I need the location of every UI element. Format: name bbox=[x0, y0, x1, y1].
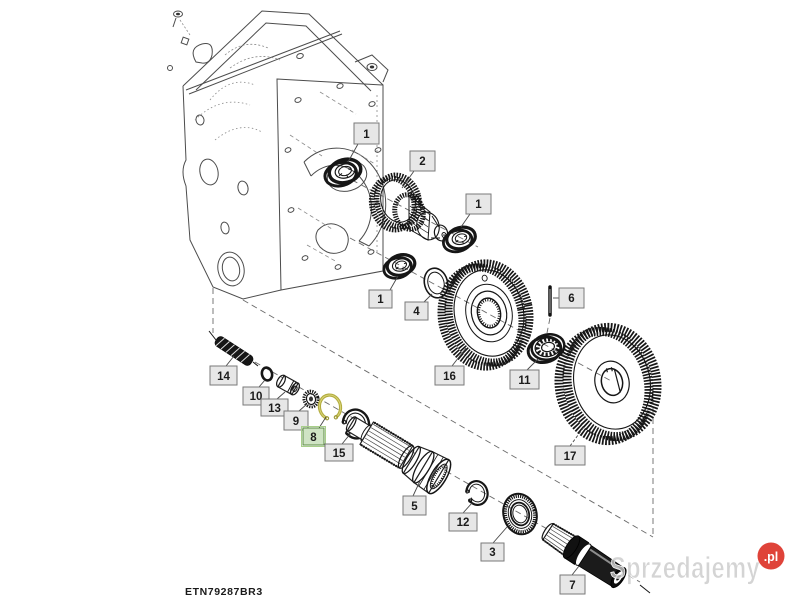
part-plug-13[interactable] bbox=[275, 374, 301, 397]
svg-text:16: 16 bbox=[443, 371, 456, 383]
svg-text:1: 1 bbox=[475, 199, 482, 211]
label-5[interactable]: 5 bbox=[402, 480, 427, 516]
svg-text:14: 14 bbox=[217, 371, 230, 383]
svg-text:7: 7 bbox=[569, 580, 575, 592]
svg-text:4: 4 bbox=[413, 306, 420, 318]
svg-text:6: 6 bbox=[568, 293, 574, 305]
label-1a[interactable]: 1 bbox=[347, 122, 380, 163]
watermark-tld-text: .pl bbox=[764, 550, 779, 564]
part-oring-10[interactable] bbox=[260, 366, 274, 382]
part-gear-17[interactable] bbox=[549, 319, 667, 449]
label-1c[interactable]: 1 bbox=[368, 275, 399, 309]
label-1b[interactable]: 1 bbox=[460, 193, 492, 228]
svg-text:11: 11 bbox=[518, 375, 531, 387]
label-14[interactable]: 14 bbox=[209, 355, 238, 386]
label-6[interactable]: 6 bbox=[553, 287, 585, 309]
label-16[interactable]: 16 bbox=[434, 347, 467, 386]
svg-text:1: 1 bbox=[377, 294, 384, 306]
svg-text:17: 17 bbox=[564, 451, 577, 463]
svg-text:5: 5 bbox=[411, 501, 418, 513]
part-shaft-5[interactable] bbox=[339, 406, 456, 497]
svg-text:8: 8 bbox=[310, 432, 317, 444]
label-9[interactable]: 9 bbox=[283, 403, 309, 431]
label-8-highlighted[interactable]: 8 bbox=[301, 416, 327, 447]
svg-text:1: 1 bbox=[363, 129, 370, 141]
part-seal-3[interactable] bbox=[499, 490, 541, 538]
label-3[interactable]: 3 bbox=[480, 526, 508, 562]
drawing-code: ETN79287BR3 bbox=[185, 586, 263, 598]
part-double-gear-2[interactable] bbox=[366, 170, 449, 242]
svg-text:2: 2 bbox=[419, 156, 425, 168]
part-bearing-11[interactable] bbox=[526, 331, 567, 365]
assembly-axis-lines bbox=[212, 179, 654, 583]
label-4[interactable]: 4 bbox=[404, 293, 433, 321]
label-12[interactable]: 12 bbox=[448, 502, 478, 532]
watermark-brand-text: Sprzedajemy bbox=[610, 550, 760, 585]
part-snap-ring-8-highlighted[interactable] bbox=[317, 393, 343, 422]
label-7[interactable]: 7 bbox=[559, 565, 586, 595]
label-11[interactable]: 11 bbox=[509, 358, 540, 390]
part-shaft-7[interactable] bbox=[538, 519, 630, 591]
part-labels: 1 2 1 1 4 16 6 bbox=[209, 122, 586, 595]
label-17[interactable]: 17 bbox=[554, 426, 586, 466]
svg-text:3: 3 bbox=[489, 547, 495, 559]
label-13[interactable]: 13 bbox=[260, 391, 289, 417]
highlight-ring bbox=[317, 393, 343, 420]
watermark-pl-badge bbox=[757, 542, 785, 570]
part-spring-14[interactable] bbox=[208, 330, 259, 367]
watermark: Sprzedajemy .pl bbox=[610, 542, 785, 585]
part-bearing-1c[interactable] bbox=[382, 252, 418, 282]
label-15[interactable]: 15 bbox=[324, 432, 354, 462]
svg-text:15: 15 bbox=[333, 448, 346, 460]
part-bearing-1a[interactable] bbox=[322, 156, 363, 190]
svg-text:12: 12 bbox=[457, 517, 470, 529]
part-gear-16[interactable] bbox=[432, 256, 538, 374]
part-bearing-1b[interactable] bbox=[441, 224, 478, 255]
svg-text:9: 9 bbox=[293, 416, 299, 428]
svg-text:10: 10 bbox=[250, 391, 263, 403]
gearbox-housing bbox=[167, 10, 389, 300]
label-2[interactable]: 2 bbox=[401, 150, 436, 189]
loose-hardware bbox=[167, 10, 191, 71]
svg-text:13: 13 bbox=[268, 403, 281, 415]
part-star-washer-9[interactable] bbox=[302, 389, 320, 409]
part-snap-ring-12[interactable] bbox=[460, 479, 490, 509]
